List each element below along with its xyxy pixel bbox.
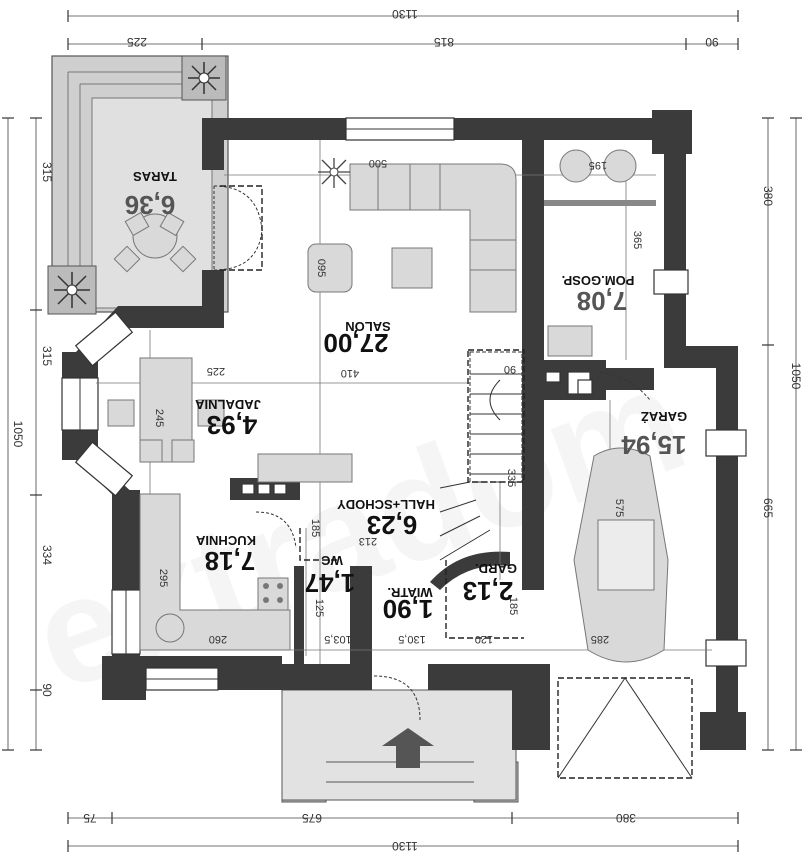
- dim-top-total: 1130: [392, 7, 418, 21]
- dim-top-right: 90: [705, 35, 719, 49]
- dim-left-a: 315: [40, 162, 54, 182]
- windows: [61, 117, 747, 691]
- dim-gard-w: 120: [475, 633, 493, 645]
- dim-kuch-w: 260: [209, 633, 227, 645]
- room-taras: TARAS 6,36: [125, 169, 177, 220]
- room-name: GARD.: [475, 561, 517, 576]
- dim-jad-h: 245: [153, 409, 165, 427]
- dim-hall-w: 213: [359, 535, 377, 547]
- dim-bottom-right: 380: [616, 811, 636, 825]
- room-kuchnia: KUCHNIA 7,18: [195, 533, 256, 576]
- dim-right-total: 1050: [789, 363, 803, 390]
- room-area: 27,00: [323, 328, 388, 358]
- inner-dimensions: 500 410 095 225 245 260 295 185 125 103,…: [153, 157, 643, 645]
- room-area: 1,90: [383, 594, 434, 624]
- dim-right-a: 380: [761, 186, 775, 206]
- room-name: HALL+SCHODY: [337, 497, 435, 512]
- dim-left-total: 1050: [11, 421, 25, 448]
- dim-kuch-h: 295: [157, 569, 169, 587]
- dim-pom-w: 195: [589, 159, 607, 171]
- furniture: [107, 149, 693, 779]
- room-area: 2,13: [463, 576, 514, 606]
- room-wc: WC 1,47: [305, 553, 356, 598]
- room-area: 4,93: [207, 410, 258, 440]
- plant-icon: [181, 55, 227, 101]
- dim-top-left: 225: [127, 35, 147, 49]
- room-name: JADALNIA: [195, 397, 261, 412]
- room-name: WIATR.: [387, 585, 432, 600]
- dim-wiatr-w: 130,5: [398, 633, 426, 645]
- room-name: POM.GOSP.: [562, 273, 635, 288]
- room-salon: SALON 27,00: [323, 319, 390, 358]
- room-wiatr: WIATR. 1,90: [383, 585, 434, 624]
- dimension-labels: 1130 225 815 90 75 675 380 1130 1050 315…: [11, 7, 803, 853]
- dim-top-mid: 815: [434, 35, 454, 49]
- dim-left-b: 315: [40, 346, 54, 366]
- room-pomgosp: POM.GOSP. 7,08: [562, 273, 635, 316]
- dim-wc-b: 103,5: [324, 633, 352, 645]
- dim-wc-h: 185: [309, 519, 321, 537]
- plant-icon: [47, 265, 97, 315]
- dimension-lines: [2, 10, 802, 852]
- room-gard: GARD. 2,13: [463, 561, 517, 606]
- room-hall: HALL+SCHODY 6,23: [337, 497, 435, 540]
- room-name: GARAŻ: [641, 409, 687, 424]
- dim-right-b: 665: [761, 498, 775, 518]
- room-name: WC: [321, 553, 343, 568]
- dim-hall-h: 335: [505, 469, 517, 487]
- dim-pom-h: 365: [631, 231, 643, 249]
- doors: [213, 185, 651, 721]
- dim-salon-w2: 410: [341, 367, 359, 379]
- dim-left-d: 90: [40, 683, 54, 697]
- room-area: 7,08: [577, 286, 628, 316]
- room-name: SALON: [345, 319, 391, 334]
- entrance-steps: [281, 689, 517, 801]
- room-area: 6,36: [125, 190, 176, 220]
- room-area: 6,23: [367, 510, 418, 540]
- staircase: [439, 351, 523, 561]
- dim-bottom-total: 1130: [392, 839, 418, 853]
- plant-icon: [318, 158, 350, 188]
- dim-gar-h: 575: [613, 499, 625, 517]
- dim-salon-w: 500: [369, 157, 387, 169]
- room-labels: TARAS 6,36 SALON 27,00 JADALNIA 4,93 KUC…: [125, 169, 687, 624]
- dim-jad-w: 225: [207, 365, 225, 377]
- room-name: TARAS: [133, 169, 177, 184]
- room-area: 7,18: [205, 546, 256, 576]
- entrance-arrow-icon: [382, 728, 434, 768]
- room-name: KUCHNIA: [195, 533, 256, 548]
- dim-gar-w: 285: [591, 633, 609, 645]
- dim-bottom-mid: 675: [302, 811, 322, 825]
- dim-left-c: 334: [40, 545, 54, 565]
- dim-wc-w2: 125: [313, 599, 325, 617]
- dim-salon-h: 095: [315, 259, 327, 277]
- room-area: 15,94: [621, 430, 687, 460]
- dim-hall-s: 90: [504, 363, 516, 375]
- room-area: 1,47: [305, 568, 356, 598]
- dim-gard-h: 185: [507, 597, 519, 615]
- dim-bottom-left: 75: [83, 811, 97, 825]
- room-jadalnia: JADALNIA 4,93: [195, 397, 261, 440]
- room-garaz: GARAŻ 15,94: [621, 409, 687, 460]
